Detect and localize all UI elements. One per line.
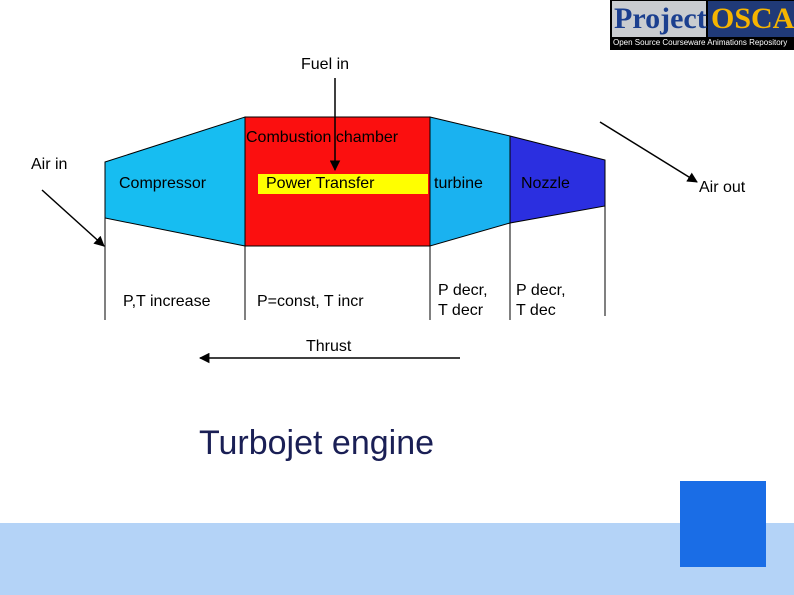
bottom-band <box>0 523 794 595</box>
combustion-chamber-label: Combustion chamber <box>246 129 399 146</box>
turbine-condition-line2: T decr <box>438 302 484 319</box>
thrust-label: Thrust <box>306 338 352 355</box>
project-oscar-logo: Project OSCAR Open Source Courseware Ani… <box>610 0 794 50</box>
logo-word-oscar: OSCAR <box>711 2 794 35</box>
nozzle-condition-line1: P decr, <box>516 282 566 299</box>
nozzle-condition-line2: T dec <box>516 302 556 319</box>
turbine-condition-line1: P decr, <box>438 282 488 299</box>
power-transfer-bar <box>258 174 428 194</box>
air-out-arrow <box>599 121 698 183</box>
logo-left-panel <box>612 1 706 37</box>
compressor-label: Compressor <box>119 175 207 192</box>
air-in-arrow <box>41 189 105 247</box>
combustion-condition: P=const, T incr <box>257 293 364 310</box>
power-transfer-label: Power Transfer <box>266 175 375 192</box>
logo-right-panel <box>708 1 794 37</box>
air-out-label: Air out <box>699 179 746 196</box>
nozzle-label: Nozzle <box>521 175 570 192</box>
turbine-label: turbine <box>434 175 483 192</box>
logo-word-project: Project <box>614 2 707 35</box>
compressor-condition: P,T increase <box>123 293 211 310</box>
fuel-in-label: Fuel in <box>301 56 350 73</box>
corner-square <box>680 481 766 567</box>
diagram-title: Turbojet engine <box>199 424 435 462</box>
air-in-label: Air in <box>31 156 68 173</box>
logo-tagline: Open Source Courseware Animations Reposi… <box>613 38 788 47</box>
